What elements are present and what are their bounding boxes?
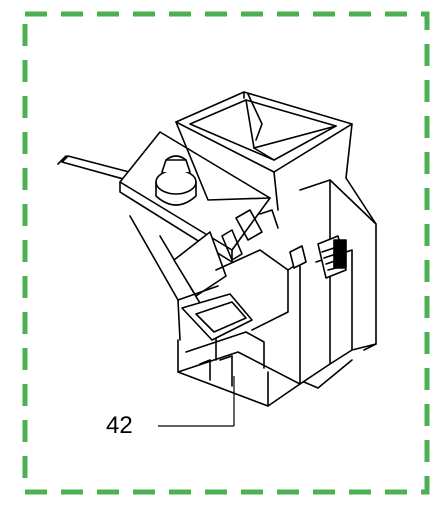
grinder-unit-drawing <box>57 91 377 407</box>
callout-42 <box>158 376 235 427</box>
part-number-label: 42 <box>106 412 133 439</box>
dashed-border <box>22 11 430 495</box>
